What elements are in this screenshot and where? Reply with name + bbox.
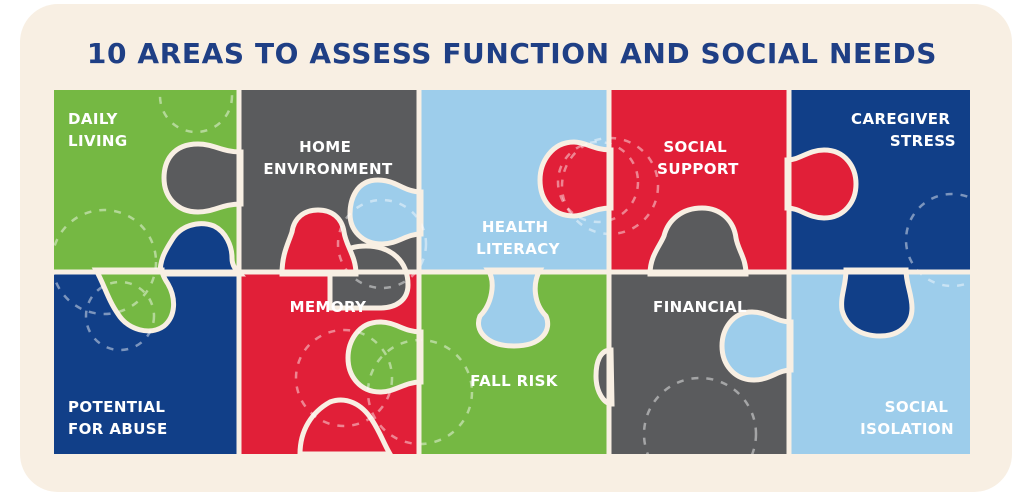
knob-daily-living-bottom	[91, 267, 176, 334]
label-financial: FINANCIAL	[653, 298, 747, 316]
dash-circle-daily-living-left	[54, 208, 158, 316]
dash-circle-abuse	[84, 280, 156, 352]
label-health-literacy: HEALTH LITERACY	[476, 218, 561, 258]
knob-social-support-right	[784, 147, 859, 221]
knob-health-literacy-left	[347, 177, 424, 247]
knob-home-environment-left	[161, 141, 244, 215]
dash-circle-caregiver	[904, 192, 970, 288]
knob-potential-for-abuse-top	[157, 221, 247, 277]
label-potential-for-abuse: POTENTIAL FOR ABUSE	[68, 398, 171, 438]
label-memory: MEMORY	[290, 298, 368, 316]
dash-circle-home	[336, 198, 428, 290]
label-daily-living: DAILY LIVING	[68, 110, 128, 150]
label-social-isolation: SOCIAL ISOLATION	[860, 398, 954, 438]
page-title: 10 AREAS TO ASSESS FUNCTION AND SOCIAL N…	[86, 37, 938, 70]
label-fall-risk: FALL RISK	[470, 372, 559, 390]
knob-social-isolation-left	[719, 309, 794, 383]
label-caregiver-stress: CAREGIVER STRESS	[851, 110, 956, 150]
knob-caregiver-stress-bottom	[839, 267, 915, 339]
knob-financial-top	[647, 205, 749, 277]
knob-health-literacy-bottom	[476, 267, 550, 349]
label-home-environment: HOME ENVIRONMENT	[263, 138, 393, 178]
knob-social-support-left	[537, 139, 614, 219]
knob-fall-risk-left	[345, 319, 424, 395]
knob-memory-top	[279, 207, 359, 277]
knob-memory-bottom	[297, 397, 393, 454]
dash-circle-daily-living-top	[158, 90, 234, 134]
dash-circle-memory	[294, 328, 394, 428]
label-social-support: SOCIAL SUPPORT	[657, 138, 739, 178]
dash-circle-health	[556, 140, 640, 224]
dash-circle-financial	[642, 376, 758, 454]
